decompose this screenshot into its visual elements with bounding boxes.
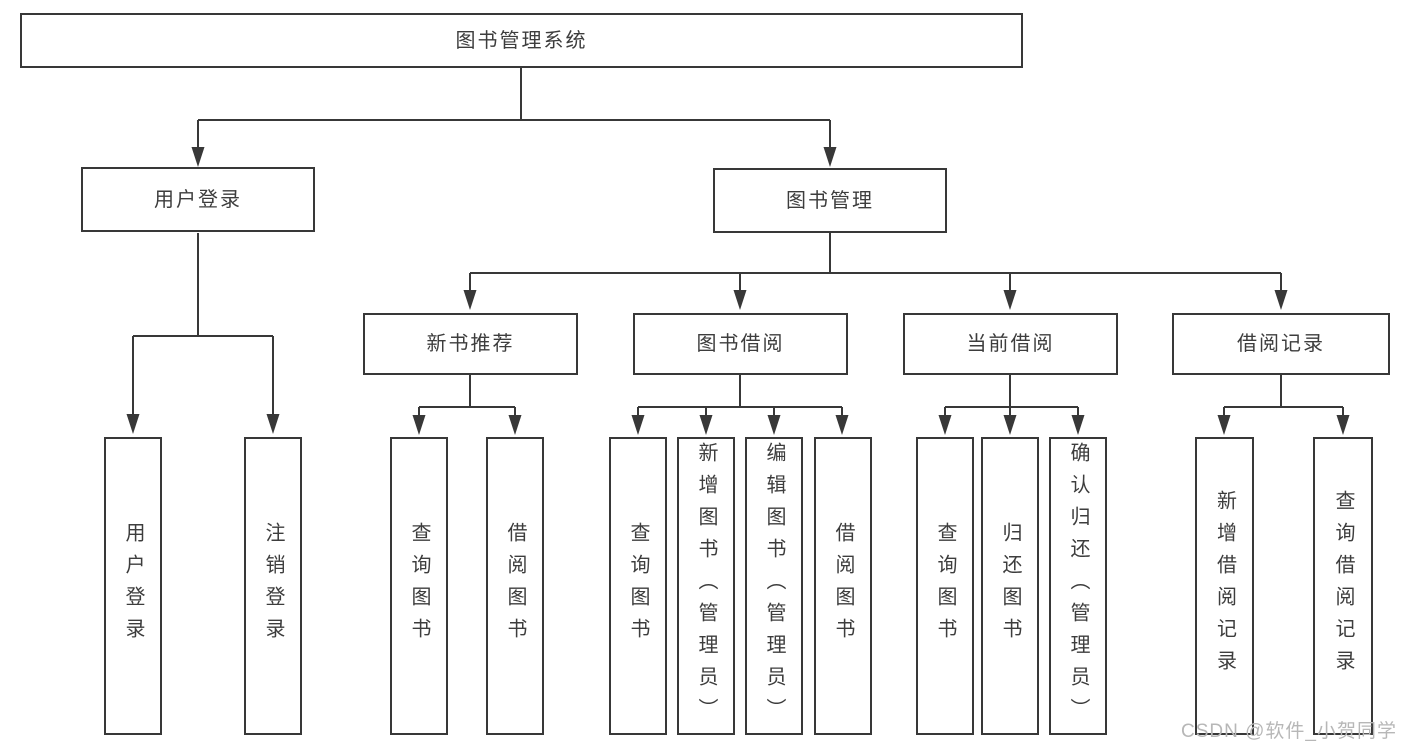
leaf-nbr-borrow-books: 借阅图书 xyxy=(486,437,544,735)
leaf-bb-borrow-books: 借阅图书 xyxy=(814,437,872,735)
leaf-bb-add-books-admin: 新增图书（管理员） xyxy=(677,437,735,735)
node-user-login: 用户登录 xyxy=(81,167,315,232)
node-root-library-system: 图书管理系统 xyxy=(20,13,1023,68)
node-borrowing-records: 借阅记录 xyxy=(1172,313,1390,375)
leaf-br-add-record: 新增借阅记录 xyxy=(1195,437,1254,735)
leaf-cb-return-books: 归还图书 xyxy=(981,437,1039,735)
node-book-borrowing: 图书借阅 xyxy=(633,313,848,375)
leaf-user-login: 用户登录 xyxy=(104,437,162,735)
node-book-management: 图书管理 xyxy=(713,168,947,233)
arrowheads xyxy=(126,147,1350,435)
watermark: CSDN @软件_小贺同学 xyxy=(1181,721,1397,742)
node-current-borrowing: 当前借阅 xyxy=(903,313,1118,375)
leaf-br-query-record: 查询借阅记录 xyxy=(1313,437,1373,735)
leaf-cb-query-books: 查询图书 xyxy=(916,437,974,735)
node-new-book-recommend: 新书推荐 xyxy=(363,313,578,375)
leaf-logout-login: 注销登录 xyxy=(244,437,302,735)
leaf-bb-query-books: 查询图书 xyxy=(609,437,667,735)
leaf-cb-confirm-return-admin: 确认归还（管理员） xyxy=(1049,437,1107,735)
leaf-nbr-query-books: 查询图书 xyxy=(390,437,448,735)
leaf-bb-edit-books-admin: 编辑图书（管理员） xyxy=(745,437,803,735)
